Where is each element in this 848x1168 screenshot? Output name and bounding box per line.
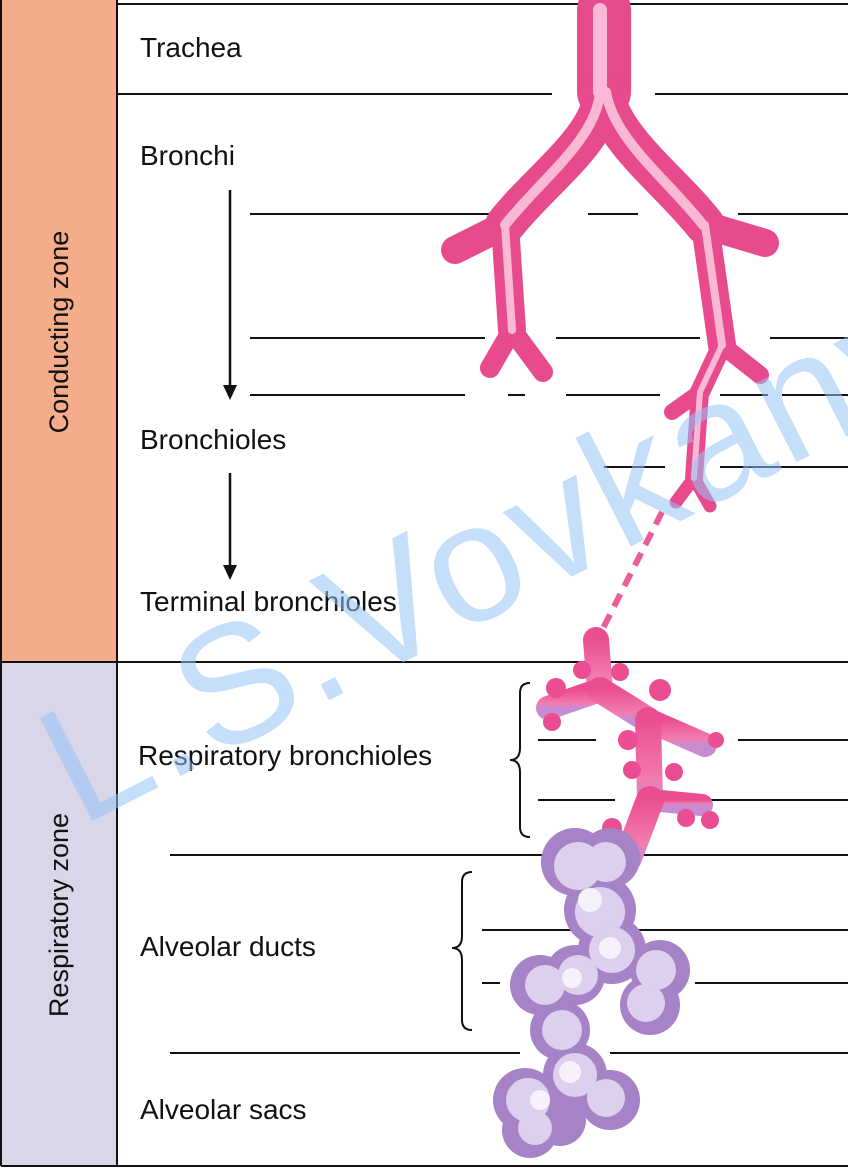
brace-alveolar-ducts — [452, 872, 472, 1030]
brace-respiratory-bronchioles — [510, 683, 530, 837]
trachea-label: Trachea — [140, 32, 242, 64]
alveolar-ducts-label: Alveolar ducts — [140, 931, 316, 963]
bronchi-label: Bronchi — [140, 140, 235, 172]
alveolar-structure — [493, 828, 690, 1158]
conducting-airway-tree — [455, 10, 765, 506]
arrow-bronchi-to-bronchioles — [223, 190, 237, 400]
conducting-zone-label: Conducting zone — [42, 202, 76, 462]
respiratory-bronchioles-label: Respiratory bronchioles — [138, 740, 432, 772]
respiratory-zone-label: Respiratory zone — [42, 785, 76, 1045]
respiratory-bronchiole-tree — [543, 640, 724, 858]
bronchioles-label: Bronchioles — [140, 424, 286, 456]
alveolar-sacs-label: Alveolar sacs — [140, 1094, 307, 1126]
arrow-bronchioles-to-terminal — [223, 473, 237, 580]
terminal-bronchioles-label: Terminal bronchioles — [140, 586, 397, 618]
